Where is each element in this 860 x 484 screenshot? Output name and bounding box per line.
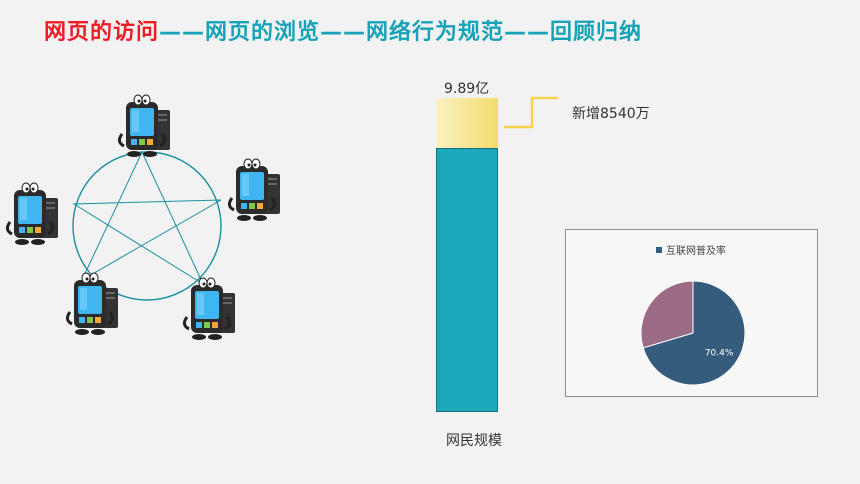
pie-data-label: 70.4% [705,348,734,358]
computer-mascot-icon [117,93,172,159]
pie-chart: 70.4% [640,280,746,386]
bar-main-segment [436,148,498,412]
bar-top-label: 9.89亿 [444,81,490,97]
computer-mascot-icon [65,271,120,337]
legend-label: 互联网普及率 [666,246,726,257]
pie-slice [640,280,694,349]
bar-added-segment [436,98,498,148]
computer-mascot-icon [182,276,237,342]
page-title: 网页的访问——网页的浏览——网络行为规范——回顾归纳 [44,14,642,48]
title-active-step: 网页的访问 [44,20,160,45]
computer-mascot-icon [5,181,60,247]
network-illustration [5,93,282,342]
pie-slice [642,280,746,386]
bracket-connector [504,96,558,129]
title-remaining-steps: ——网页的浏览——网络行为规范——回顾归纳 [159,20,643,45]
chart-legend: 互联网普及率 [656,242,726,257]
bar-bottom-label: 网民规模 [446,433,502,449]
legend-swatch [656,246,662,253]
added-users-label: 新增8540万 [572,106,650,122]
computer-mascot-icon [227,157,282,223]
pie-chart-panel: 互联网普及率 70.4% [565,229,818,397]
